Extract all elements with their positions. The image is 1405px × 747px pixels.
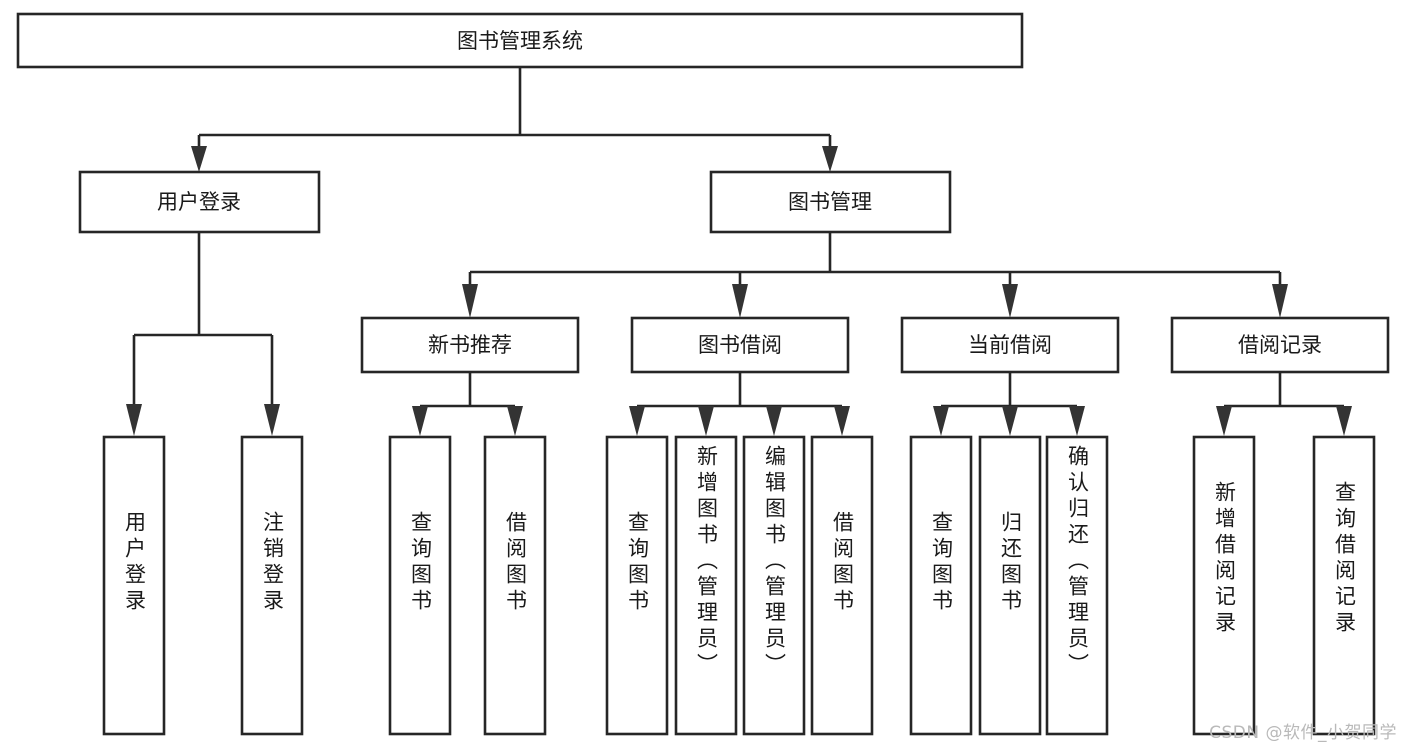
node-new-book-recommend-box[interactable] [360,316,580,374]
leaf-box-borrow-4[interactable] [810,435,874,736]
node-book-borrow-box[interactable] [630,316,850,374]
arrowhead-leaf-user-1 [126,404,142,436]
leaf-box-borrow-1[interactable] [605,435,669,736]
node-current-borrow-label: 当前借阅 [968,333,1052,357]
connector-group-current-borrow [933,372,1085,436]
leaf-box-borrow-3[interactable] [742,435,806,736]
node-user-login-box[interactable] [78,170,321,234]
arrowhead-book-manage [822,146,838,172]
leaf-box-current-1[interactable] [909,435,973,736]
node-root[interactable]: 图书管理系统 [16,12,1024,69]
leaf-box-user-login-1[interactable] [102,435,166,736]
arrowhead-current-leaf-2 [1002,406,1018,436]
node-new-book-recommend-label: 新书推荐 [428,333,512,357]
leaf-box-user-login-2[interactable] [240,435,304,736]
node-user-login-label: 用户登录 [157,190,241,214]
arrowhead-leaf-user-2 [264,404,280,436]
connector-group-new-book [412,372,523,436]
arrowhead-book-borrow [732,284,748,318]
node-book-borrow[interactable]: 图书借阅 [630,316,850,374]
leaf-box-current-2[interactable] [978,435,1042,736]
node-current-borrow[interactable]: 当前借阅 [900,316,1120,374]
leaf-boxes-group [102,435,1376,736]
node-root-box[interactable] [16,12,1024,69]
arrowhead-borrow-leaf-1 [629,406,645,436]
connector-group-book-manage [462,232,1288,318]
arrowhead-borrow-leaf-4 [834,406,850,436]
node-borrow-record-label: 借阅记录 [1238,333,1322,357]
arrowhead-user-login [191,146,207,172]
arrowhead-borrow-leaf-2 [698,406,714,436]
connector-group-book-borrow [629,372,850,436]
csdn-watermark: CSDN @软件_小贺同学 [1209,723,1397,743]
connector-group-borrow-record [1216,372,1352,436]
arrowhead-newbook-leaf-1 [412,406,428,436]
node-new-book-recommend[interactable]: 新书推荐 [360,316,580,374]
arrowhead-new-book [462,284,478,318]
arrowhead-current-borrow [1002,284,1018,318]
connector-group-user-login [126,232,280,436]
leaf-box-newbook-1[interactable] [388,435,452,736]
connector-group-root [191,67,838,172]
node-book-manage-box[interactable] [709,170,952,234]
leaf-box-record-2[interactable] [1312,435,1376,736]
node-current-borrow-box[interactable] [900,316,1120,374]
arrowhead-borrow-record [1272,284,1288,318]
node-book-manage[interactable]: 图书管理 [709,170,952,234]
arrowhead-current-leaf-1 [933,406,949,436]
arrowhead-record-leaf-1 [1216,406,1232,436]
node-borrow-record-box[interactable] [1170,316,1390,374]
node-borrow-record[interactable]: 借阅记录 [1170,316,1390,374]
leaf-box-current-3[interactable] [1045,435,1109,736]
arrowhead-newbook-leaf-2 [507,406,523,436]
arrowhead-borrow-leaf-3 [766,406,782,436]
node-book-manage-label: 图书管理 [788,190,872,214]
leaf-box-newbook-2[interactable] [483,435,547,736]
leaf-box-record-1[interactable] [1192,435,1256,736]
node-root-label: 图书管理系统 [457,29,583,53]
arrowhead-record-leaf-2 [1336,406,1352,436]
leaf-box-borrow-2[interactable] [674,435,738,736]
node-book-borrow-label: 图书借阅 [698,333,782,357]
arrowhead-current-leaf-3 [1069,406,1085,436]
node-user-login[interactable]: 用户登录 [78,170,321,234]
